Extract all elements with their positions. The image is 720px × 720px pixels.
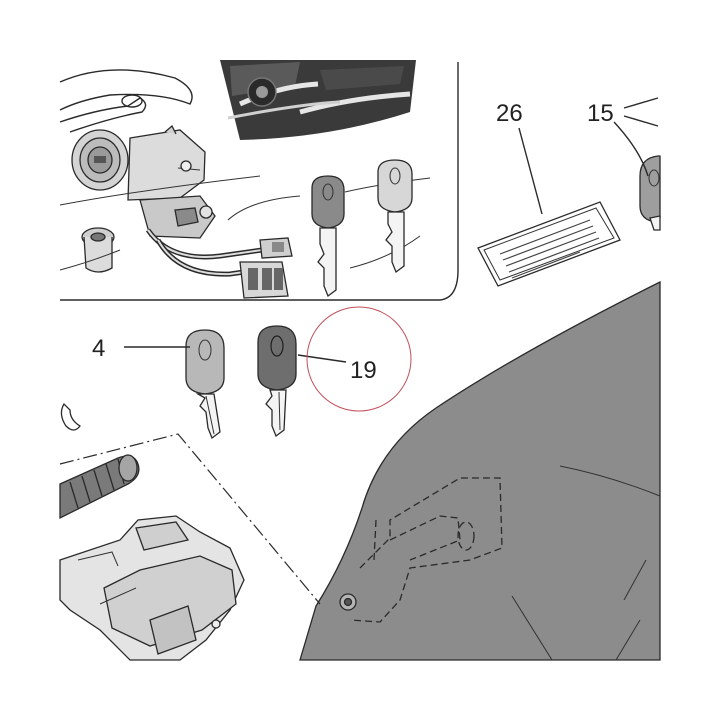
highlight-circle bbox=[306, 306, 412, 412]
steering-lock-ring bbox=[59, 69, 193, 133]
leader-19 bbox=[297, 354, 347, 363]
warning-label-part bbox=[477, 201, 621, 287]
inset-border bbox=[60, 62, 459, 301]
handlebar-grip bbox=[59, 454, 140, 520]
callout-19: 19 bbox=[350, 357, 377, 384]
clip-part bbox=[60, 402, 81, 431]
key-part-4 bbox=[185, 329, 225, 440]
wiring-harness bbox=[145, 228, 293, 299]
label-fine-print bbox=[499, 219, 600, 279]
wiring-photo-area bbox=[220, 60, 416, 140]
leader-26 bbox=[518, 127, 543, 215]
key-part-19 bbox=[257, 325, 297, 438]
inset-key-light bbox=[377, 159, 413, 274]
ignition-inset-panel bbox=[60, 62, 459, 301]
body-bracket-dashed bbox=[339, 477, 503, 623]
inset-key-dark bbox=[311, 175, 345, 298]
key-part-15 bbox=[639, 155, 661, 231]
ignition-switch bbox=[71, 124, 216, 239]
leader-15 bbox=[613, 97, 659, 177]
callout-26: 26 bbox=[496, 100, 523, 127]
inset-panel-lines bbox=[59, 175, 431, 271]
callout-4: 4 bbox=[92, 335, 105, 362]
leader-lines bbox=[124, 97, 659, 363]
body-panel bbox=[299, 280, 661, 661]
dash-dot-boundary bbox=[59, 433, 321, 605]
seat-lock-cylinder bbox=[81, 227, 115, 273]
callout-15: 15 bbox=[587, 100, 614, 127]
switch-housing bbox=[59, 515, 245, 661]
